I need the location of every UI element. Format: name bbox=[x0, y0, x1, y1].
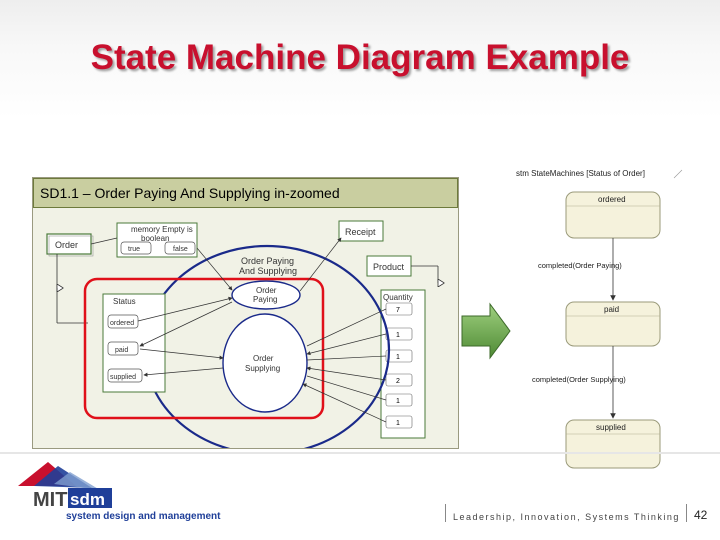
footer-separator bbox=[686, 504, 687, 522]
mit-sdm-logo: MIT sdm bbox=[18, 462, 112, 511]
supplying-label-2: Supplying bbox=[245, 364, 280, 373]
quantity-value: 1 bbox=[396, 332, 400, 339]
state-ordered-label: ordered bbox=[598, 195, 626, 204]
quantity-value: 2 bbox=[396, 378, 400, 385]
opm-diagram-header: SD1.1 – Order Paying And Supplying in-zo… bbox=[33, 178, 458, 208]
footer-separator bbox=[445, 504, 446, 522]
opm-diagram-canvas: Order memory Empty is boolean true false… bbox=[46, 220, 458, 448]
memory-empty-label: memory Empty is bbox=[131, 225, 193, 234]
object-product: Product bbox=[366, 255, 412, 277]
process-order-paying bbox=[231, 280, 301, 310]
main-process-label-2: And Supplying bbox=[239, 266, 297, 276]
quantity-value: 1 bbox=[396, 420, 400, 427]
transform-arrow bbox=[461, 302, 511, 360]
quantity-value: 7 bbox=[396, 307, 400, 314]
logo-subtitle: system design and management bbox=[66, 511, 221, 522]
status-highlight bbox=[83, 277, 325, 420]
footer-divider bbox=[0, 452, 720, 454]
status-state-supplied: supplied bbox=[110, 374, 136, 381]
page-number: 42 bbox=[694, 508, 708, 522]
transition-completed-order-paying: completed(Order Paying) bbox=[538, 261, 622, 270]
object-quantity: Quantity 7 1 1 2 1 1 bbox=[380, 289, 426, 439]
uml-state-machine: stm StateMachines [Status of Order] orde… bbox=[510, 160, 710, 480]
stm-frame-title: stm StateMachines [Status of Order] bbox=[516, 169, 645, 178]
object-receipt-label: Receipt bbox=[345, 227, 376, 237]
process-order-supplying bbox=[222, 313, 308, 413]
object-receipt: Receipt bbox=[338, 220, 384, 242]
paying-label-2: Paying bbox=[253, 295, 277, 304]
object-status-label: Status bbox=[113, 297, 136, 306]
paying-label-1: Order bbox=[256, 286, 277, 295]
state-true-label: true bbox=[128, 246, 140, 253]
memory-empty-type: boolean bbox=[141, 234, 169, 243]
object-order-label: Order bbox=[55, 240, 78, 250]
object-status: Status ordered paid supplied bbox=[102, 293, 166, 393]
object-product-label: Product bbox=[373, 262, 405, 272]
state-paid-label: paid bbox=[604, 305, 619, 314]
status-state-ordered: ordered bbox=[110, 320, 134, 327]
title-background bbox=[0, 0, 720, 118]
supplying-label-1: Order bbox=[253, 354, 274, 363]
state-supplied-label: supplied bbox=[596, 423, 626, 432]
logo-sdm-text: sdm bbox=[70, 490, 105, 509]
quantity-value: 1 bbox=[396, 398, 400, 405]
footer-tagline: Leadership, Innovation, Systems Thinking bbox=[453, 512, 680, 522]
object-order: Order bbox=[46, 233, 94, 257]
opm-diagram-panel: SD1.1 – Order Paying And Supplying in-zo… bbox=[32, 177, 459, 449]
object-memory-empty: memory Empty is boolean true false bbox=[116, 222, 198, 258]
object-quantity-label: Quantity bbox=[383, 293, 413, 302]
transition-completed-order-supplying: completed(Order Supplying) bbox=[532, 375, 626, 384]
quantity-value: 1 bbox=[396, 354, 400, 361]
state-supplied bbox=[565, 419, 661, 469]
main-process-label-1: Order Paying bbox=[241, 256, 294, 266]
uml-state-machine-canvas: stm StateMachines [Status of Order] orde… bbox=[516, 169, 683, 469]
logo-mit-text: MIT bbox=[33, 489, 67, 511]
slide-title: State Machine Diagram Example bbox=[90, 38, 630, 77]
opm-diagram-header-text: SD1.1 – Order Paying And Supplying in-zo… bbox=[40, 185, 340, 201]
status-state-paid: paid bbox=[115, 347, 128, 354]
state-false-label: false bbox=[173, 246, 188, 253]
